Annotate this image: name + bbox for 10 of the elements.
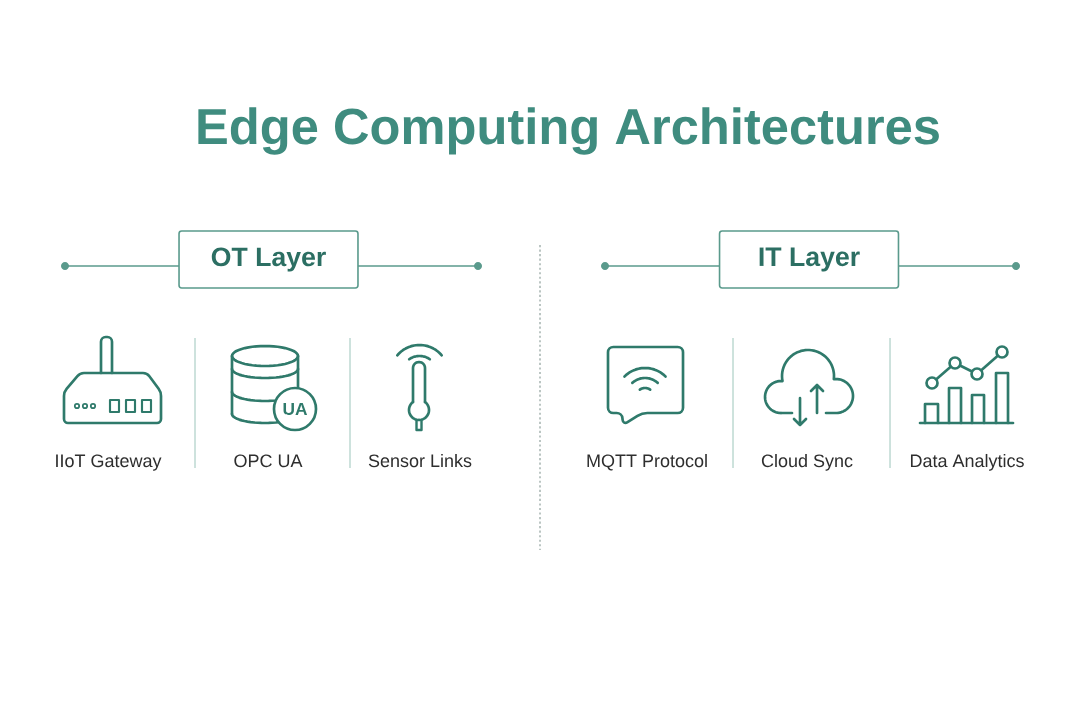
item-label: Sensor Links: [368, 453, 472, 468]
text-badge: UA: [272, 386, 318, 432]
item-label: MQTT Protocol: [587, 453, 707, 471]
item-label: OPC UA: [234, 454, 303, 468]
layer-box: OT Layer: [178, 230, 359, 289]
layer-box: IT Layer: [718, 230, 900, 289]
item-label: Cloud Sync: [761, 453, 853, 471]
item-label: IIoT Gateway: [56, 454, 162, 471]
item-label: Data Analytics: [911, 453, 1024, 471]
title: Edge Computing Architectures: [198, 107, 939, 155]
